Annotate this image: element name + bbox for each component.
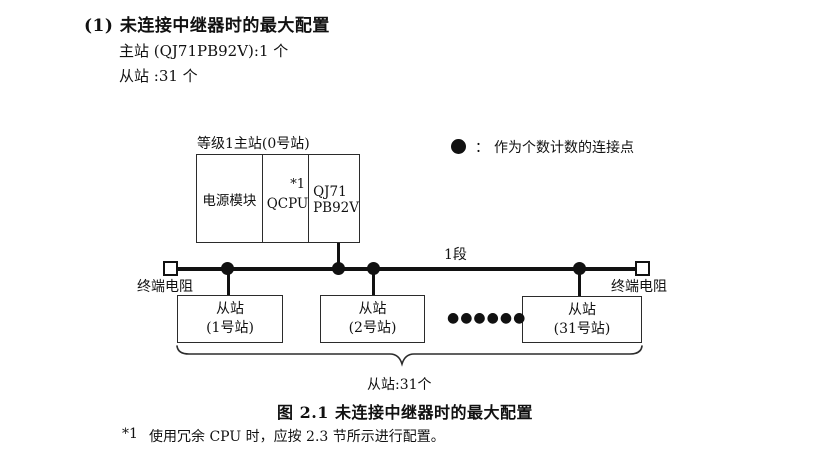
right-terminator-label: 终端电阻	[611, 279, 667, 295]
pb92v-label-line1: QJ71	[313, 184, 347, 200]
connection-point-master-icon	[332, 262, 345, 275]
master-station-box: 电源模块 QCPU *1 QJ71 PB92V	[196, 154, 360, 243]
cpu-label: QCPU	[266, 196, 309, 212]
slave-station-2-box: 从站 (2号站)	[320, 295, 425, 343]
slave1-label-line2: (1号站)	[206, 320, 254, 336]
connection-point-slave2-icon	[367, 262, 380, 275]
legend-text: 作为个数计数的连接点	[494, 140, 634, 156]
ellipsis-dots: ●●●●●●	[447, 310, 527, 326]
left-terminator-label: 终端电阻	[137, 279, 193, 295]
bus-segment-line	[177, 267, 636, 271]
slave31-label-line1: 从站	[568, 301, 596, 318]
legend-colon: ：	[475, 140, 489, 156]
cpu-footnote-marker: *1	[290, 177, 306, 192]
footnote-text: 使用冗余 CPU 时，应按 2.3 节所示进行配置。	[149, 429, 445, 445]
slave-station-31-box: 从站 (31号站)	[522, 296, 642, 343]
slave31-label-line2: (31号站)	[553, 320, 611, 337]
cpu-cell: QCPU *1	[263, 155, 310, 242]
master-drop-line	[337, 243, 340, 268]
slave2-drop-line	[372, 270, 375, 295]
segment-label: 1段	[444, 247, 467, 263]
slave-total-label: 从站:31个	[367, 377, 432, 393]
slave1-drop-line	[227, 270, 230, 295]
slave-range-brace	[176, 345, 643, 367]
pb92v-cell: QJ71 PB92V	[309, 155, 359, 242]
master-station-label: 等级1主站(0号站)	[197, 136, 310, 152]
slave2-label-line2: (2号站)	[348, 320, 397, 336]
slave1-label-line1: 从站	[216, 301, 244, 317]
connection-point-slave31-icon	[573, 262, 586, 275]
slave2-label-line1: 从站	[358, 301, 387, 317]
slave31-drop-line	[578, 270, 581, 296]
footnote-marker: *1	[122, 426, 138, 442]
right-terminating-resistor-icon	[635, 261, 650, 276]
slave-count-line: 从站 :31 个	[119, 67, 198, 85]
slave-station-1-box: 从站 (1号站)	[177, 295, 283, 343]
left-terminating-resistor-icon	[163, 261, 178, 276]
connection-point-slave1-icon	[221, 262, 234, 275]
master-count-line: 主站 (QJ71PB92V):1 个	[119, 42, 289, 60]
pb92v-label-line2: PB92V	[313, 200, 359, 216]
figure-caption: 图 2.1 未连接中继器时的最大配置	[277, 403, 533, 422]
power-module-cell: 电源模块	[197, 155, 263, 242]
section-title: (1) 未连接中继器时的最大配置	[84, 16, 330, 36]
legend-connection-point-icon	[451, 139, 466, 154]
